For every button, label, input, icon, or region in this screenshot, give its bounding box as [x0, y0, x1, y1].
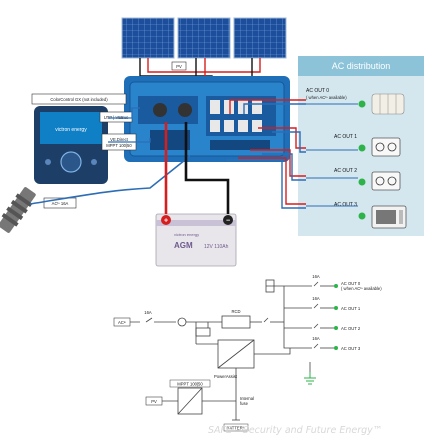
watermark: SAFE – Security and Future Energy™	[208, 425, 382, 436]
utp-vebus-box: UTP | VEBus	[99, 111, 133, 123]
ac-in-cable	[29, 155, 191, 205]
sch-breaker-16a-main: 16A	[144, 310, 152, 315]
comm-cables	[108, 107, 151, 143]
ac-out-0-sub: ( when ACᴵⁿ available)	[306, 95, 347, 100]
multiplus-inverter	[124, 76, 290, 162]
sch-out-1-label: AC OUT 1	[341, 306, 361, 311]
mppt-label: MPPT 100|50	[106, 143, 132, 148]
solar-panels	[121, 17, 287, 59]
sch-powerassist: PowerAssist	[214, 374, 238, 379]
ac-output-wiring	[226, 99, 306, 209]
sch-fuse: fuse	[240, 401, 249, 406]
pv-label-box: PV	[171, 61, 187, 71]
sch-breaker-16a-out1: 16A	[312, 296, 320, 301]
battery-type: AGM	[174, 241, 193, 250]
sch-breaker-16a-out3: 16A	[312, 336, 320, 341]
colorcontrol-brand: victron energy	[55, 127, 87, 133]
ground-symbol	[304, 372, 316, 385]
ac-out-3-label: AC OUT 3	[334, 202, 357, 208]
ac-out-2-label: AC OUT 2	[334, 168, 357, 174]
ac-in-label: ACᴵⁿ 16A	[52, 201, 69, 206]
sch-out-0-sub: ( when ACᴵⁿ available)	[341, 286, 382, 291]
schematic-boxes: ACᴵⁿ 16A RCD 16A 16A 16A PowerAssist MPP…	[113, 274, 320, 432]
sch-breaker-16a-out0: 16A	[312, 274, 320, 279]
ve-direct-label: VE.Direct	[110, 137, 129, 142]
battery-plus: +	[164, 218, 168, 225]
battery-spec: 12V 110Ah	[204, 244, 229, 250]
ac-out-2: AC OUT 2	[334, 168, 401, 191]
ac-out-0: AC OUT 0 ( when ACᴵⁿ available)	[306, 88, 405, 115]
sch-battery: BATTERY	[227, 426, 246, 431]
colorcontrol-gx: ColorControl GX (not included) victron e…	[31, 93, 127, 184]
battery-brand: victron energy	[174, 232, 199, 237]
sch-internal: Internal	[240, 396, 254, 401]
pv-label: PV	[176, 64, 182, 69]
schematic	[122, 279, 334, 421]
ac-in-plug: ACᴵⁿ 16A	[0, 187, 77, 233]
sch-out-2-label: AC OUT 2	[341, 326, 361, 331]
sch-ac-in: ACᴵⁿ	[118, 320, 127, 325]
sch-out-3-label: AC OUT 3	[341, 346, 361, 351]
battery-cables	[164, 122, 230, 214]
ac-out-3: AC OUT 3	[334, 202, 407, 229]
sch-out-0-label: AC OUT 0	[341, 281, 361, 286]
sch-mppt: MPPT 100|50	[177, 382, 203, 387]
ac-out-1: AC OUT 1	[334, 134, 401, 157]
schematic-outputs: AC OUT 0 ( when ACᴵⁿ available) AC OUT 1…	[334, 281, 382, 351]
battery-minus: −	[226, 218, 230, 225]
ac-out-0-label: AC OUT 0	[306, 88, 329, 94]
sch-pv: PV	[151, 399, 157, 404]
ac-load-wires	[306, 103, 358, 207]
battery: + − victron energy AGM 12V 110Ah	[155, 213, 237, 267]
ac-out-1-label: AC OUT 1	[334, 134, 357, 140]
colorcontrol-label: ColorControl GX (not included)	[50, 97, 108, 102]
ac-distribution-title: AC distribution	[332, 61, 391, 71]
sch-rcd-label: RCD	[231, 309, 240, 314]
